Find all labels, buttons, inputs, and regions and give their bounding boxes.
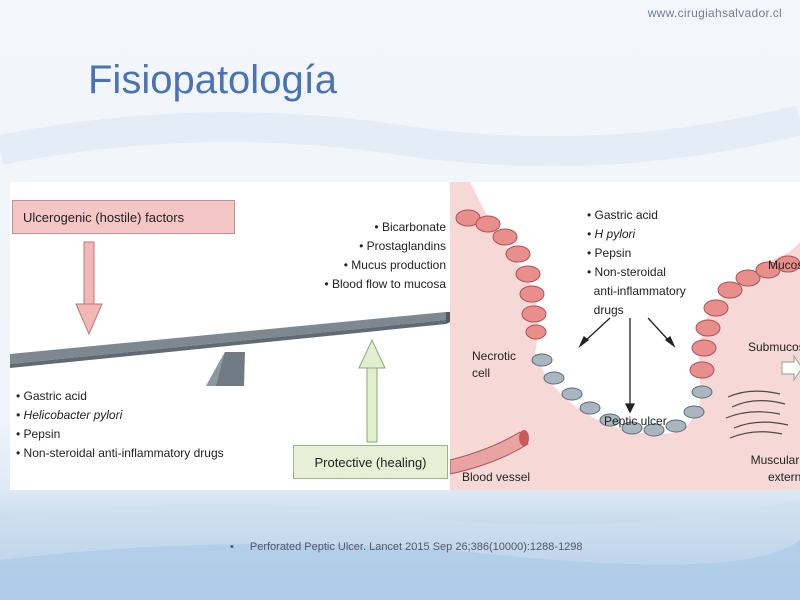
hostile-factors-list: Gastric acid Helicobacter pylori Pepsin … [16,387,224,463]
necrotic-cells [531,353,713,437]
necrotic-cell-label: Necrotic cell [472,349,517,380]
hostile-factor-item: Pepsin [16,425,224,444]
hostile-factors-box: Ulcerogenic (hostile) factors [12,200,235,234]
reference-citation: • Perforated Peptic Ulcer. Lancet 2015 Se… [230,541,583,553]
protective-factor-item: Prostaglandins [324,237,446,256]
peptic-ulcer-label: Peptic ulcer [604,414,667,428]
site-url: www.cirugiahsalvador.cl [647,6,782,20]
muscularis-externa-label: Muscularis externa [750,453,800,484]
ulcer-factor-item: Pepsin [587,244,686,263]
hostile-arrow [75,241,103,336]
protective-factor-item: Blood flow to mucosa [324,275,446,294]
protective-factors-list: Bicarbonate Prostaglandins Mucus product… [324,218,446,294]
hostile-factor-item: Gastric acid [16,387,224,406]
protective-arrow [358,338,386,443]
slide-title: Fisiopatología [88,58,338,102]
balance-panel: Ulcerogenic (hostile) factors Protective… [10,182,450,490]
submucosa-label: Submucosa [748,340,800,354]
ulcer-arrows [578,317,676,414]
white-arrow-icon [781,354,800,382]
blood-vessel-label: Blood vessel [462,470,531,484]
mucosa-label: Mucosa [768,258,800,272]
muscularis-fibres [725,390,789,439]
protective-factor-item: Bicarbonate [324,218,446,237]
bullet: • [230,541,234,553]
ulcer-factor-item: Gastric acid [587,206,686,225]
left-mucosa-cells [455,209,547,340]
hostile-factor-item: Helicobacter pylori [16,406,224,425]
reference-text: Perforated Peptic Ulcer. Lancet 2015 Sep… [249,541,583,553]
pathophysiology-figure: Ulcerogenic (hostile) factors Protective… [10,182,800,490]
protective-factors-box: Protective (healing) factors [293,445,448,490]
protective-factor-item: Mucus production [324,256,446,275]
ulcer-factor-item: Non-steroidal anti-inflammatory drugs [587,263,686,320]
balance-graphics [10,241,450,443]
ulcer-factors-list: Gastric acid H pylori Pepsin Non-steroid… [587,206,686,320]
ulcer-panel: Gastric acid H pylori Pepsin Non-steroid… [450,182,800,490]
ulcer-factor-item: H pylori [587,225,686,244]
hostile-factor-item: Non-steroidal anti-inflammatory drugs [16,444,224,463]
seesaw-beam [10,312,450,368]
blood-vessel [450,431,529,475]
right-mucosa-cells [689,255,800,379]
